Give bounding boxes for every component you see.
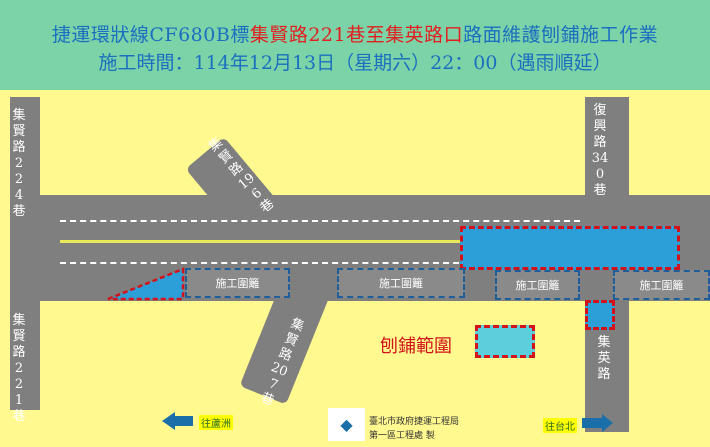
road-label-jixian224: 集賢路224巷 bbox=[12, 108, 26, 219]
arrow-right-icon bbox=[602, 414, 613, 432]
legend-swatch bbox=[475, 325, 535, 358]
paving-area-triangle bbox=[107, 267, 185, 301]
arrow-right-shaft bbox=[582, 418, 602, 428]
title-work: 路面維護刨鋪施工作業 bbox=[463, 24, 659, 46]
org-logo: ◆ bbox=[328, 408, 365, 441]
road-label-jixian221: 集賢路221巷 bbox=[12, 313, 26, 424]
direction-taipei: 往台北 bbox=[543, 418, 577, 433]
legend-label: 刨鋪範圍 bbox=[380, 336, 452, 357]
title-banner: 捷運環狀線CF680B標集賢路221巷至集英路口路面維護刨鋪施工作業 施工時間：… bbox=[0, 0, 710, 90]
org-line-1: 臺北市政府捷運工程局 bbox=[369, 417, 460, 427]
lane-line bbox=[60, 262, 580, 264]
title-line-1: 捷運環狀線CF680B標集賢路221巷至集英路口路面維護刨鋪施工作業 bbox=[0, 20, 710, 47]
direction-luzhou: 往蘆洲 bbox=[199, 415, 233, 430]
paving-area-main bbox=[460, 226, 680, 270]
arrow-left-icon bbox=[162, 412, 175, 430]
title-schedule: 施工時間：114年12月13日（星期六）22：00（遇雨順延） bbox=[98, 52, 612, 74]
construction-fence: 施工圍籬 bbox=[613, 270, 710, 300]
paving-area-junction bbox=[585, 300, 615, 330]
left-road bbox=[10, 97, 40, 410]
center-line bbox=[60, 240, 460, 243]
title-project: 捷運環狀線CF680B標 bbox=[51, 24, 250, 46]
road-label-fuxing340: 復興路340巷 bbox=[591, 103, 609, 198]
arrow-left-shaft bbox=[175, 416, 193, 426]
construction-fence: 施工圍籬 bbox=[337, 268, 465, 298]
org-line-2: 第一區工程處 製 bbox=[369, 431, 435, 441]
road-label-jiying: 集英路 bbox=[597, 335, 611, 382]
title-section: 集賢路221巷至集英路口 bbox=[249, 24, 464, 46]
lane-line bbox=[60, 220, 580, 222]
construction-fence: 施工圍籬 bbox=[495, 270, 580, 300]
construction-fence: 施工圍籬 bbox=[185, 268, 290, 298]
